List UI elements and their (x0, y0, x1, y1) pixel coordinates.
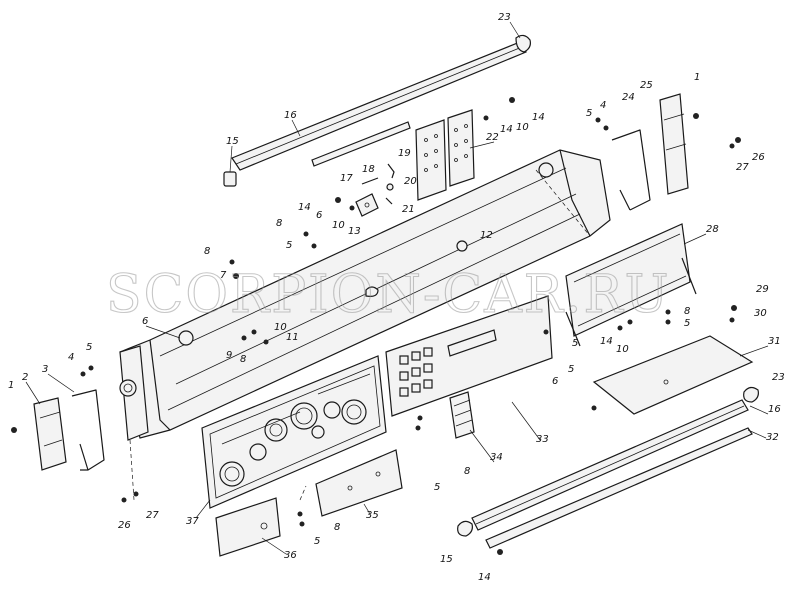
callout-8: 8 (684, 306, 690, 317)
bracket-36 (215, 497, 281, 557)
callout-30: 30 (754, 308, 767, 319)
callout-6: 6 (316, 210, 322, 221)
callout-2: 2 (22, 372, 28, 383)
bracket-13 (355, 193, 379, 217)
callout-10: 10 (332, 220, 345, 231)
callout-10: 10 (274, 322, 287, 333)
callout-12: 12 (480, 230, 493, 241)
mount-block-25 (659, 93, 689, 195)
callout-25: 25 (640, 80, 653, 91)
callout-17: 17 (340, 173, 353, 184)
pin-19 (387, 163, 395, 179)
callout-28: 28 (706, 224, 719, 235)
callout-6: 6 (552, 376, 558, 387)
callout-5: 5 (434, 482, 440, 493)
callout-10: 10 (616, 344, 629, 355)
callout-18: 18 (362, 164, 375, 175)
strip-17 (311, 121, 411, 167)
callout-14: 14 (600, 336, 613, 347)
callout-7: 7 (220, 270, 227, 281)
callout-5: 5 (684, 318, 690, 329)
bracket-3 (71, 389, 105, 471)
callout-10: 10 (516, 122, 529, 133)
callout-5: 5 (286, 240, 292, 251)
callout-27: 27 (736, 162, 749, 173)
callout-4: 4 (68, 352, 74, 363)
callout-23: 23 (772, 372, 785, 383)
end-cap-15-bottom (457, 520, 473, 537)
callout-9: 9 (226, 350, 232, 361)
callout-5: 5 (568, 364, 574, 375)
callout-4: 4 (600, 100, 606, 111)
assembly-guides (129, 169, 591, 501)
callout-5: 5 (314, 536, 320, 547)
callout-15: 15 (440, 554, 453, 565)
callout-8: 8 (334, 522, 340, 533)
vent-34 (449, 391, 475, 439)
mounting-plates-22 (415, 109, 475, 201)
callout-21: 21 (402, 204, 415, 215)
dashboard-frame-6 (119, 149, 611, 441)
switch-panel-33 (385, 295, 553, 417)
callout-20: 20 (404, 176, 417, 187)
end-plate-2 (33, 397, 67, 471)
watermark-text: SCORPION-CAR.RU (106, 265, 670, 325)
callout-14: 14 (500, 124, 513, 135)
callout-14: 14 (532, 112, 545, 123)
callout-3: 3 (42, 364, 48, 375)
callout-5: 5 (586, 108, 592, 119)
end-cap-23-bottom (743, 386, 759, 403)
side-panel-28 (565, 223, 697, 347)
callout-35: 35 (366, 510, 379, 521)
upper-trim-rail-16 (231, 34, 531, 171)
callout-8: 8 (204, 246, 210, 257)
callout-1: 1 (8, 380, 14, 391)
nut-20 (386, 183, 394, 191)
instrument-cluster-37 (201, 355, 387, 509)
callout-15: 15 (226, 136, 239, 147)
callout-24: 24 (622, 92, 635, 103)
callout-32: 32 (766, 432, 779, 443)
lower-strip-32 (485, 427, 753, 549)
callout-31: 31 (768, 336, 781, 347)
callout-34: 34 (490, 452, 503, 463)
callout-8: 8 (276, 218, 282, 229)
callout-37: 37 (186, 516, 199, 527)
callout-19: 19 (398, 148, 411, 159)
screw-21 (385, 197, 393, 205)
callout-labels: 23 16 15 17 18 19 14 6 10 13 20 21 22 14… (8, 12, 785, 583)
callout-36: 36 (284, 550, 297, 561)
leader-lines (25, 21, 769, 555)
callout-13: 13 (348, 226, 361, 237)
callout-8: 8 (464, 466, 470, 477)
callout-5: 5 (86, 342, 92, 353)
bracket-24 (611, 129, 651, 211)
end-cap-15-top (223, 171, 237, 187)
callout-23: 23 (498, 12, 511, 23)
callout-29: 29 (756, 284, 769, 295)
callout-27: 27 (146, 510, 159, 521)
callout-22: 22 (486, 132, 499, 143)
lower-panel-31 (592, 335, 754, 415)
small-part-18 (361, 177, 379, 185)
callout-26: 26 (118, 520, 131, 531)
callout-5: 5 (572, 338, 578, 349)
callout-26: 26 (752, 152, 765, 163)
lower-trim-rail-16 (471, 399, 749, 531)
callout-14: 14 (298, 202, 311, 213)
callout-6: 6 (142, 316, 148, 327)
callout-33: 33 (536, 434, 549, 445)
fasteners (11, 97, 741, 555)
callout-8: 8 (240, 354, 246, 365)
callout-16: 16 (284, 110, 297, 121)
callout-11: 11 (286, 332, 299, 343)
callout-1: 1 (694, 72, 700, 83)
callout-16: 16 (768, 404, 781, 415)
callout-14: 14 (478, 572, 491, 583)
bracket-35 (315, 449, 403, 517)
